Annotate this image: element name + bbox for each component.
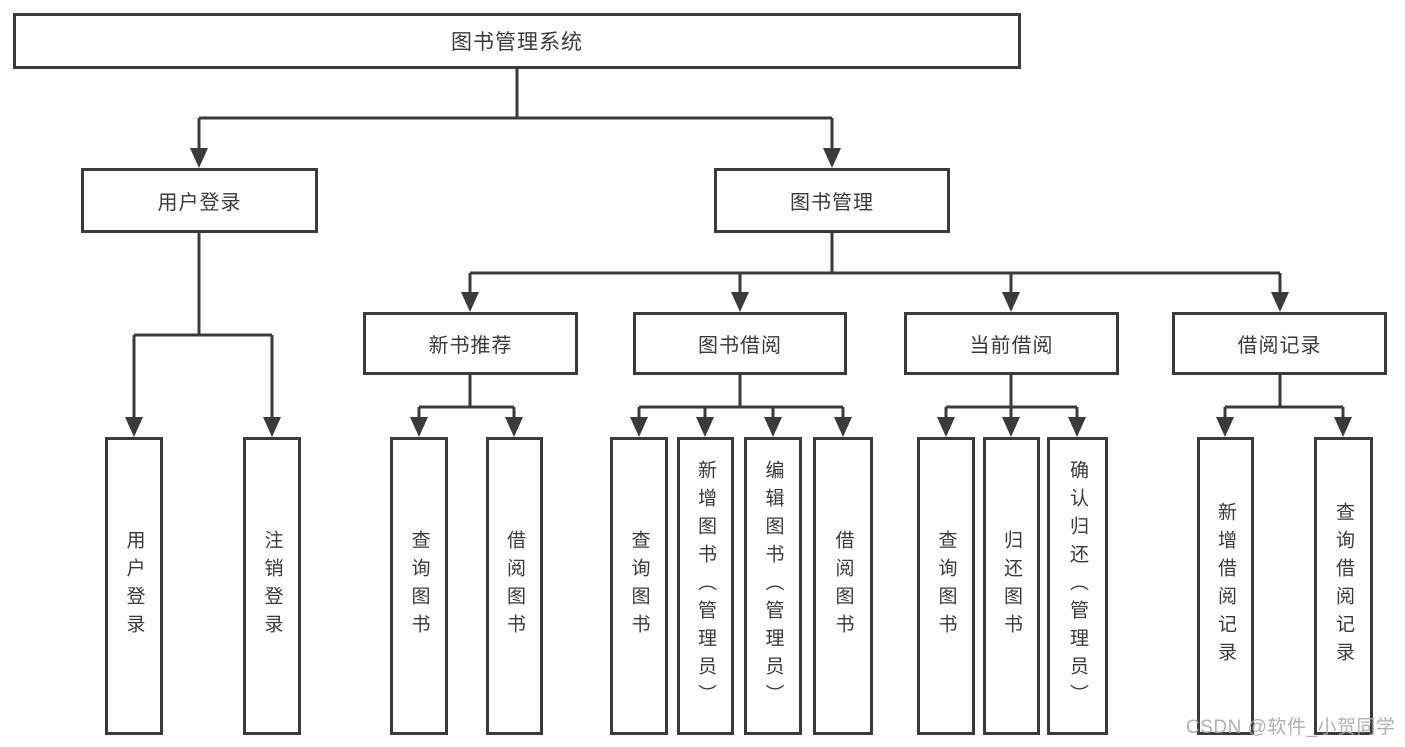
leaf-edit-books-admin: 编辑图书（管理员） xyxy=(744,437,802,735)
leaf-add-borrow-record: 新增借阅记录 xyxy=(1197,437,1254,735)
leaf-borrow-books: 借阅图书 xyxy=(813,437,873,735)
node-current-borrow: 当前借阅 xyxy=(904,312,1119,375)
node-new-book-recommend: 新书推荐 xyxy=(363,312,578,375)
leaf-query-borrow-record-label: 查询借阅记录 xyxy=(1333,502,1354,670)
node-borrow-records-label: 借阅记录 xyxy=(1237,335,1322,357)
node-book-borrow-label: 图书借阅 xyxy=(698,335,782,357)
leaf-recommend-query-books: 查询图书 xyxy=(390,437,448,735)
leaf-query-borrow-record: 查询借阅记录 xyxy=(1314,437,1373,735)
tree-edges xyxy=(132,69,1345,419)
leaf-current-query-books: 查询图书 xyxy=(917,437,975,735)
arrowhead-icons xyxy=(125,148,1352,437)
leaf-borrow-books-label: 借阅图书 xyxy=(832,530,854,642)
node-root-label: 图书管理系统 xyxy=(451,31,583,54)
node-user-login: 用户登录 xyxy=(81,168,318,233)
node-book-management-label: 图书管理 xyxy=(790,192,874,214)
leaf-recommend-query-books-label: 查询图书 xyxy=(408,530,430,642)
leaf-return-books-label: 归还图书 xyxy=(1001,530,1022,642)
leaf-recommend-borrow-books: 借阅图书 xyxy=(486,437,543,735)
node-book-borrow: 图书借阅 xyxy=(633,312,847,375)
leaf-edit-books-admin-label: 编辑图书（管理员） xyxy=(762,460,784,712)
leaf-user-login: 用户登录 xyxy=(105,437,163,735)
leaf-user-login-label: 用户登录 xyxy=(123,530,145,642)
leaf-current-query-books-label: 查询图书 xyxy=(935,530,957,642)
leaf-add-borrow-record-label: 新增借阅记录 xyxy=(1215,502,1236,670)
node-root: 图书管理系统 xyxy=(13,13,1021,69)
node-current-borrow-label: 当前借阅 xyxy=(969,335,1054,357)
node-borrow-records: 借阅记录 xyxy=(1172,312,1387,375)
node-book-management: 图书管理 xyxy=(714,168,950,233)
leaf-add-books-admin-label: 新增图书（管理员） xyxy=(695,460,716,712)
leaf-confirm-return-admin-label: 确认归还（管理员） xyxy=(1067,460,1088,712)
leaf-confirm-return-admin: 确认归还（管理员） xyxy=(1047,437,1108,735)
leaf-recommend-borrow-books-label: 借阅图书 xyxy=(504,530,525,642)
leaf-borrow-query-books: 查询图书 xyxy=(610,437,668,735)
node-user-login-label: 用户登录 xyxy=(157,192,242,214)
leaf-add-books-admin: 新增图书（管理员） xyxy=(677,437,734,735)
leaf-borrow-query-books-label: 查询图书 xyxy=(628,530,650,642)
leaf-logout-label: 注销登录 xyxy=(261,530,283,642)
node-new-book-recommend-label: 新书推荐 xyxy=(428,335,513,357)
leaf-logout: 注销登录 xyxy=(243,437,301,735)
leaf-return-books: 归还图书 xyxy=(983,437,1040,735)
csdn-watermark: CSDN @软件_小贺同学 xyxy=(1186,717,1396,738)
